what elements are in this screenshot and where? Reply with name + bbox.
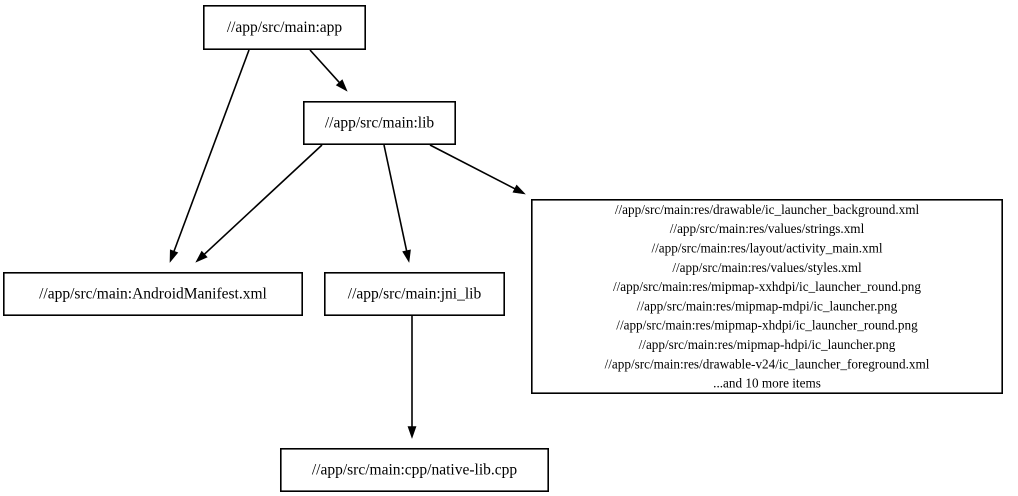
node-label-line: //app/src/main:res/drawable/ic_launcher_…: [615, 202, 920, 217]
graph-edge-app-to-manifest: [169, 49, 250, 263]
graph-edge-lib-to-res-group: [429, 144, 526, 195]
node-label: //app/src/main:cpp/native-lib.cpp: [312, 462, 518, 479]
edge-line: [309, 49, 341, 85]
node-box: [2, 271, 303, 316]
graph-edge-lib-to-jni-lib: [383, 144, 411, 263]
node-label: //app/src/main:app: [227, 19, 343, 36]
node-label-line: //app/src/main:res/values/strings.xml: [670, 221, 865, 236]
node-label-line: //app/src/main:res/layout/activity_main.…: [651, 240, 882, 255]
graph-node-res_group[interactable]: //app/src/main:res/drawable/ic_launcher_…: [530, 199, 1003, 394]
graph-node-manifest[interactable]: //app/src/main:AndroidManifest.xml: [2, 271, 303, 316]
node-label-line: //app/src/main:res/drawable-v24/ic_launc…: [605, 356, 930, 371]
edge-arrowhead: [195, 250, 208, 263]
graph-edge-lib-to-manifest: [195, 144, 323, 263]
graph-node-lib[interactable]: //app/src/main:lib: [302, 101, 456, 146]
edges-layer: [169, 49, 526, 439]
node-label-line: //app/src/main:res/values/styles.xml: [672, 260, 862, 275]
graph-edge-jni-lib-to-native-lib: [407, 316, 417, 439]
graph-node-app[interactable]: //app/src/main:app: [203, 5, 366, 51]
edge-arrowhead: [402, 249, 411, 263]
edge-arrowhead: [512, 184, 526, 195]
edge-arrowhead: [169, 249, 179, 263]
edge-arrowhead: [407, 426, 417, 439]
node-label-line: //app/src/main:res/mipmap-hdpi/ic_launch…: [639, 337, 896, 352]
node-label-line: //app/src/main:res/mipmap-mdpi/ic_launch…: [637, 298, 898, 313]
node-label-line: //app/src/main:res/mipmap-xxhdpi/ic_laun…: [613, 279, 921, 294]
node-label-line: ...and 10 more items: [713, 376, 821, 391]
node-label: //app/src/main:AndroidManifest.xml: [39, 286, 267, 303]
node-box: [302, 101, 456, 146]
graph-node-jni_lib[interactable]: //app/src/main:jni_lib: [323, 271, 505, 316]
node-label: //app/src/main:jni_lib: [348, 286, 482, 303]
node-label-line: //app/src/main:res/mipmap-xhdpi/ic_launc…: [616, 318, 918, 333]
edge-line: [383, 144, 408, 253]
node-box: [323, 271, 505, 316]
edge-arrowhead: [335, 79, 348, 92]
node-box: [530, 199, 1003, 394]
edge-line: [429, 144, 517, 191]
edge-line: [172, 49, 250, 253]
node-box: [279, 447, 549, 492]
edge-line: [202, 144, 323, 256]
node-box: [203, 5, 366, 51]
nodes-layer: //app/src/main:app //app/src/main:lib //ap…: [2, 5, 1003, 492]
node-label: //app/src/main:lib: [325, 115, 435, 132]
graph-node-native_lib[interactable]: //app/src/main:cpp/native-lib.cpp: [279, 447, 549, 492]
graph-edge-app-to-lib: [309, 49, 348, 92]
